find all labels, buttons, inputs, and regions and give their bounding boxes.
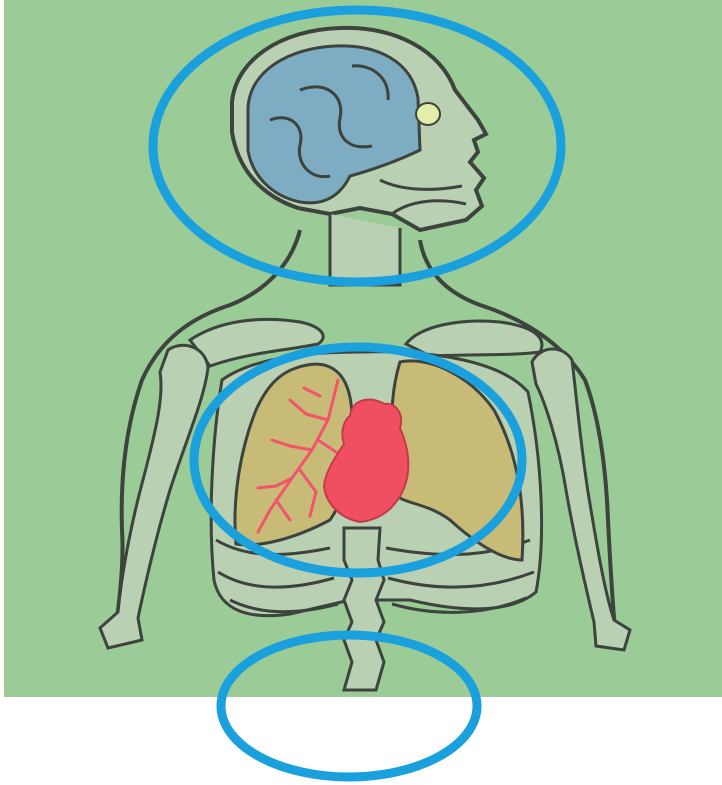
spine [344,528,384,690]
eye-socket [416,103,440,125]
